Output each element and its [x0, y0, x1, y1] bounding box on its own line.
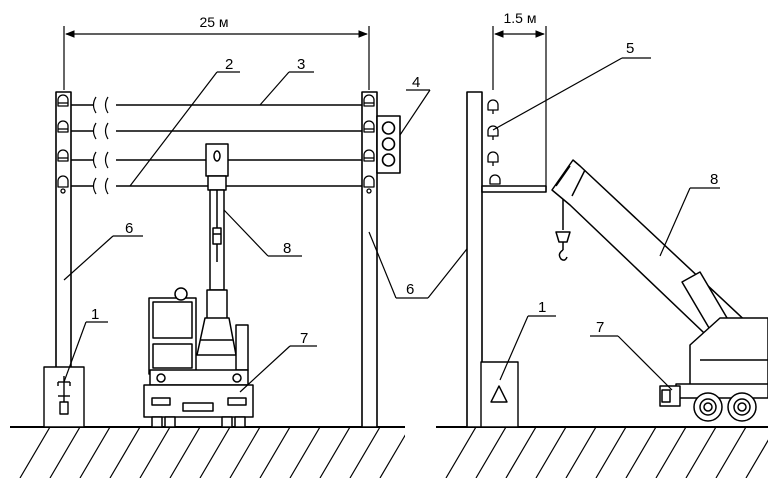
span-dimension: 25 м	[63, 14, 370, 90]
ground-right	[436, 426, 768, 478]
wire-break-marks	[92, 96, 109, 195]
insulators-left	[57, 94, 69, 194]
clearance-label: 1.5 м	[504, 10, 537, 26]
electrical-cabinet-right	[480, 361, 519, 428]
insulators-right	[363, 94, 375, 194]
crane-truck-front	[143, 143, 254, 428]
callout-6-left: 6	[125, 220, 133, 237]
overhead-wires	[71, 104, 362, 187]
callout-7-right: 7	[596, 319, 604, 336]
callout-2: 2	[225, 56, 233, 73]
callout-4: 4	[412, 74, 420, 91]
callout-8-left: 8	[283, 240, 291, 257]
insulators-side	[487, 99, 501, 185]
traffic-light	[376, 115, 401, 174]
pole-right	[361, 91, 378, 428]
callout-3: 3	[297, 56, 305, 73]
leaders-right	[492, 57, 720, 391]
callout-1-right: 1	[538, 299, 546, 316]
callout-5: 5	[626, 40, 634, 57]
pole-side	[466, 91, 547, 428]
left-panel: 25 м	[10, 14, 475, 478]
ground-left	[10, 426, 405, 478]
callout-1-left: 1	[91, 306, 99, 323]
crane-truck-side	[551, 159, 768, 422]
callout-8-right: 8	[710, 171, 718, 188]
clearance-dimension: 1.5 м	[492, 10, 547, 190]
callout-7-left: 7	[300, 330, 308, 347]
right-panel: 1.5 м	[436, 10, 768, 478]
callout-6-shared: 6	[406, 281, 414, 298]
span-label: 25 м	[199, 14, 228, 30]
electrical-cabinet-left	[43, 366, 85, 428]
